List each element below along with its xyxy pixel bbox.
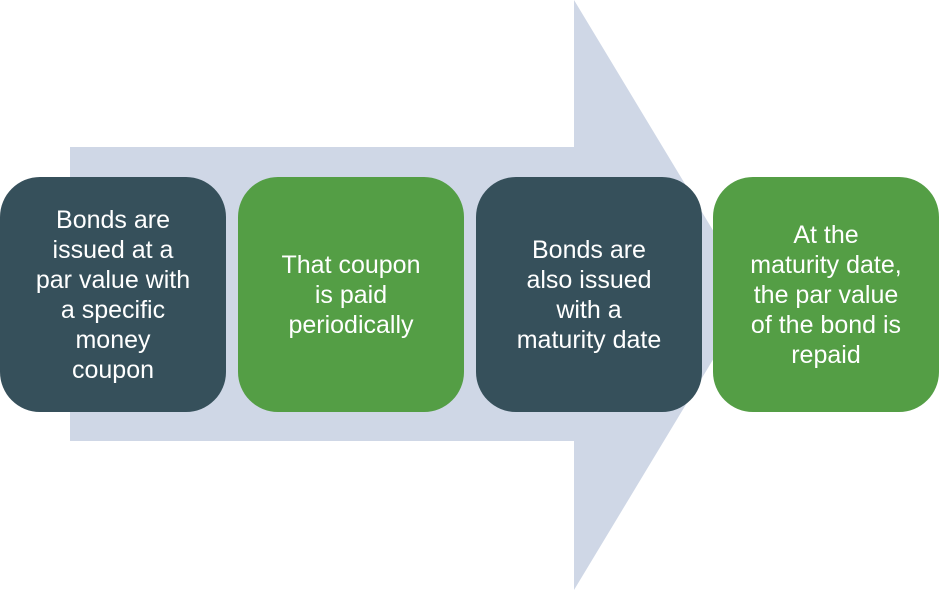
step-text-1: Bonds are issued at a par value with a s… — [35, 205, 191, 384]
step-box-2: That coupon is paid periodically — [238, 177, 464, 412]
step-box-1: Bonds are issued at a par value with a s… — [0, 177, 226, 412]
step-box-4: At the maturity date, the par value of t… — [713, 177, 939, 412]
step-text-2: That coupon is paid periodically — [281, 250, 421, 339]
step-text-3: Bonds are also issued with a maturity da… — [516, 235, 662, 354]
step-box-3: Bonds are also issued with a maturity da… — [476, 177, 702, 412]
step-text-4: At the maturity date, the par value of t… — [750, 220, 902, 369]
